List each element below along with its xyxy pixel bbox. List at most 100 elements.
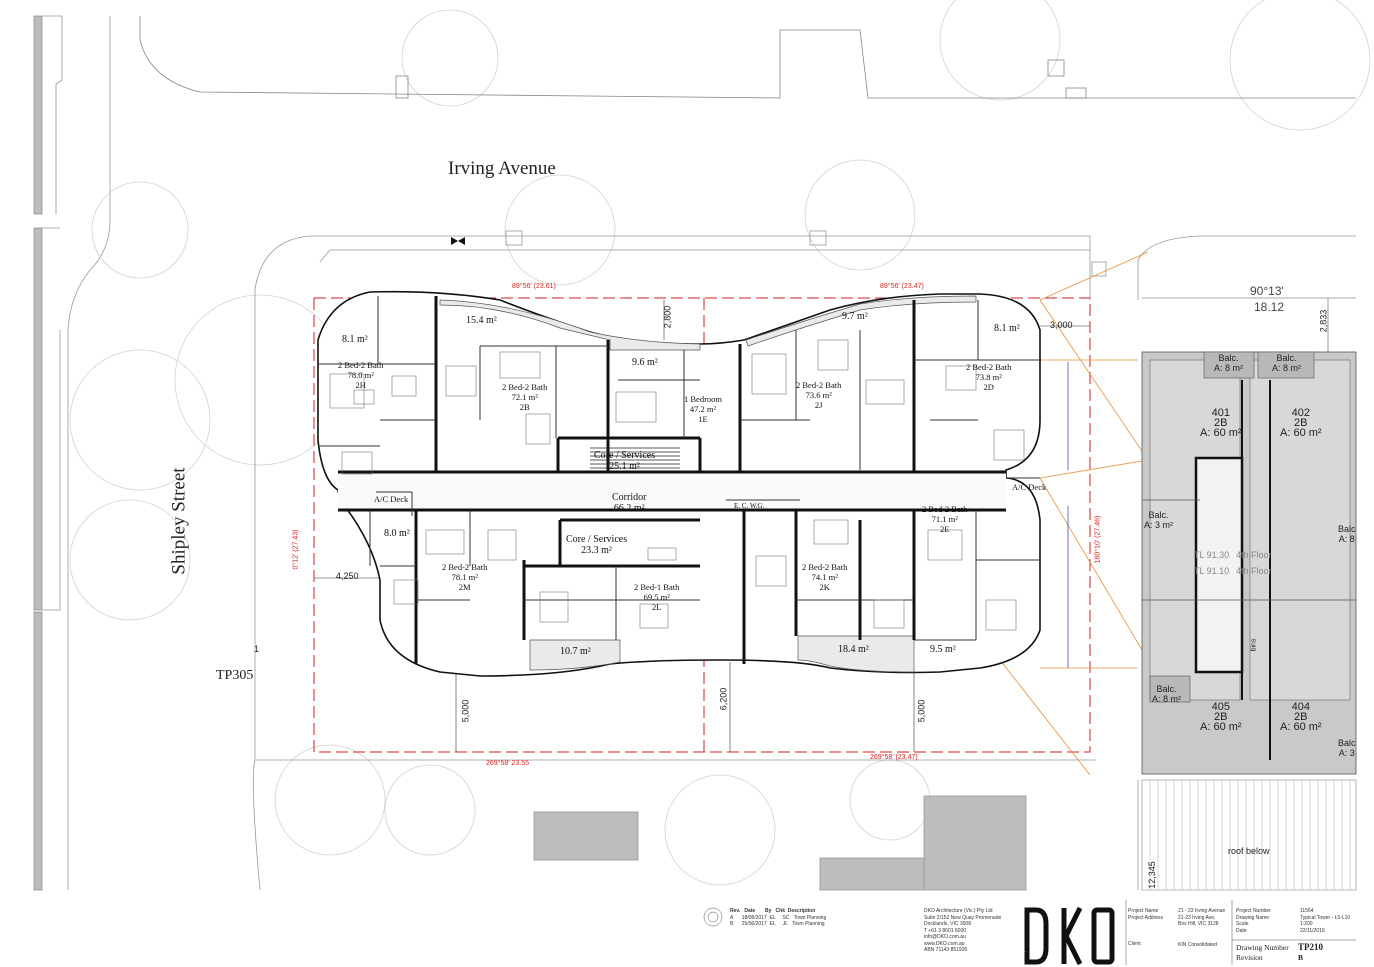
unit-type: 1 Bedroom xyxy=(684,394,723,404)
unit-2k: 2 Bed-2 Bath 74.1 m² 2K xyxy=(802,562,847,592)
section-marker: 1 xyxy=(254,644,260,654)
unit-number: 404 xyxy=(1291,701,1310,713)
balcony-area: 10.7 m² xyxy=(560,646,591,657)
unit-area: 74.1 m² xyxy=(811,572,838,582)
corridor-label: Corridor 66.2 m² xyxy=(612,492,646,514)
unit-area: A: 60 m² xyxy=(1200,721,1242,733)
dim-bottom-1: 5,000 xyxy=(460,699,471,723)
dimension-lines xyxy=(314,300,1090,752)
balc-label: Balc. xyxy=(1148,510,1169,520)
survey-length: 18.12 xyxy=(1254,300,1285,314)
drawing-labels: Project Number Drawing Name Scale Date xyxy=(1236,908,1271,934)
tl-level-1: TL 91.30 xyxy=(1194,550,1230,560)
firm-abn: ABN 71143 851930 xyxy=(924,947,968,953)
balc-area: A: 8 m² xyxy=(1152,694,1182,704)
bearing-top-right: 89°56' (23.47) xyxy=(880,283,924,290)
balc-area: A: 3 m² xyxy=(1144,520,1174,530)
floor-4-label-2: 4th Floor xyxy=(1236,566,1272,576)
dim-right-vertical: 2,833 xyxy=(1318,309,1329,333)
client: KIN Consolidated xyxy=(1178,941,1217,948)
unit-2b: 2 Bed-2 Bath 72.1 m² 2B xyxy=(502,382,547,412)
unit-area: 73.6 m² xyxy=(805,390,832,400)
unit-2j: 2 Bed-2 Bath 73.6 m² 2J xyxy=(796,380,841,410)
survey-bearing: 90°13' xyxy=(1250,284,1284,298)
date-header: Date xyxy=(744,908,756,914)
balc-label: Balc xyxy=(1338,524,1356,534)
rev: B xyxy=(730,921,734,927)
title-block-lines xyxy=(703,900,1356,965)
unit-code: 2D xyxy=(983,382,994,392)
unit-type: 2 Bed-2 Bath xyxy=(442,562,488,572)
neighbour-balc-a: Balc. A: 8 m² xyxy=(1214,353,1243,373)
revision-table: Rev. Date By Chk Description A 18/08/201… xyxy=(730,908,826,928)
revision-value: B xyxy=(1298,953,1304,962)
unit-area: 78.1 m² xyxy=(451,572,478,582)
by-header: By xyxy=(764,908,772,914)
bins-label: bins xyxy=(1250,638,1258,652)
drawing-number: TP210 xyxy=(1298,942,1324,952)
unit-type: 2 Bed-1 Bath xyxy=(634,582,680,592)
bearing-bottom-right: 269°58' (23.47) xyxy=(870,754,918,761)
neighbour-balc-c: Balc. A: 3 m² xyxy=(1144,510,1173,530)
survey-top-right xyxy=(1142,297,1356,352)
bearing-left: 0°12' (27.43) xyxy=(292,529,300,570)
unit-code: 2H xyxy=(355,380,366,390)
neighbour-balc-e: Balc A: 8 xyxy=(1338,524,1356,544)
project-name-header: Project Name xyxy=(1128,908,1159,914)
unit-area: 71.1 m² xyxy=(931,514,958,524)
balc-label: Balc. xyxy=(1218,353,1239,363)
unit-2l: 2 Bed-1 Bath 69.5 m² 2L xyxy=(634,582,679,612)
scale: 1:200 xyxy=(1300,921,1313,927)
balcony-area: 9.7 m² xyxy=(842,311,868,322)
firm-web: www.DKO.com.au xyxy=(924,940,965,947)
balcony-area: 18.4 m² xyxy=(838,644,869,655)
ac-deck-left: A/C Deck xyxy=(374,494,409,504)
bearing-top-left: 89°56' (23.61) xyxy=(512,283,556,290)
tl-level-2: TL 91.10 xyxy=(1194,566,1230,576)
firm-details: DKO Architecture (Vic.) Pty Ltd Suite 2/… xyxy=(924,908,1001,954)
unit-code: 2M xyxy=(458,582,471,592)
chk-header: Chk xyxy=(775,908,785,914)
neighbour-balc-d: Balc. A: 8 m² xyxy=(1152,684,1181,704)
balc-area: A: 3 xyxy=(1338,748,1355,758)
drawing-name: Typical Tower - L5-L10 xyxy=(1300,914,1351,921)
site-outline xyxy=(252,230,1356,891)
core-services-2: Core / Services 23.3 m² xyxy=(566,534,627,556)
unit-area: A: 60 m² xyxy=(1280,721,1322,733)
project-number-header: Project Number xyxy=(1236,908,1271,914)
project-address-2: Box Hill, VIC 3128 xyxy=(1178,921,1219,927)
firm-address-2: Docklands, VIC 3008 xyxy=(924,921,971,927)
revision-row: B 25/06/2017 EL JL Town Planning xyxy=(730,921,826,928)
project-address-header: Project Address xyxy=(1128,914,1164,921)
balc-area: A: 8 m² xyxy=(1272,363,1302,373)
left-road xyxy=(33,15,43,891)
irving-avenue-label: Irving Avenue xyxy=(448,158,556,179)
unit-number: 402 xyxy=(1291,407,1310,419)
balc-area: A: 8 m² xyxy=(1214,363,1244,373)
drawing-number-header: Drawing Number xyxy=(1236,943,1289,952)
scale-header: Scale xyxy=(1236,921,1249,927)
unit-2d: 2 Bed-2 Bath 73.8 m² 2D xyxy=(966,362,1011,392)
bearing-bottom-left: 269°58' 23.55 xyxy=(486,760,530,767)
shipley-street-label: Shipley Street xyxy=(168,467,190,575)
balcony-area: 15.4 m² xyxy=(466,315,497,326)
client-header: Client xyxy=(1128,941,1141,947)
balc-area: A: 8 xyxy=(1338,534,1355,544)
unit-type: 2B xyxy=(1214,711,1228,723)
neighbour-building xyxy=(1141,351,1357,891)
road-lines xyxy=(42,15,111,890)
core-name: Core / Services xyxy=(566,534,628,545)
balc-label: Balc. xyxy=(1156,684,1177,694)
dim-top-center: 2,800 xyxy=(662,305,673,329)
core-area: 23.3 m² xyxy=(581,545,612,556)
rev: A xyxy=(730,914,734,921)
firm-address-1: Suite 2/152 New Quay Promenade xyxy=(924,914,1002,921)
unit-1e: 1 Bedroom 47.2 m² 1E xyxy=(684,394,722,424)
corridor-band xyxy=(338,472,1006,510)
project-name: 21 - 23 Irving Avenue xyxy=(1178,908,1226,914)
balc-label: Balc xyxy=(1338,738,1356,748)
date-header: Date xyxy=(1236,927,1247,934)
date: 25/06/2017 xyxy=(741,921,767,927)
by: EL xyxy=(769,921,776,927)
